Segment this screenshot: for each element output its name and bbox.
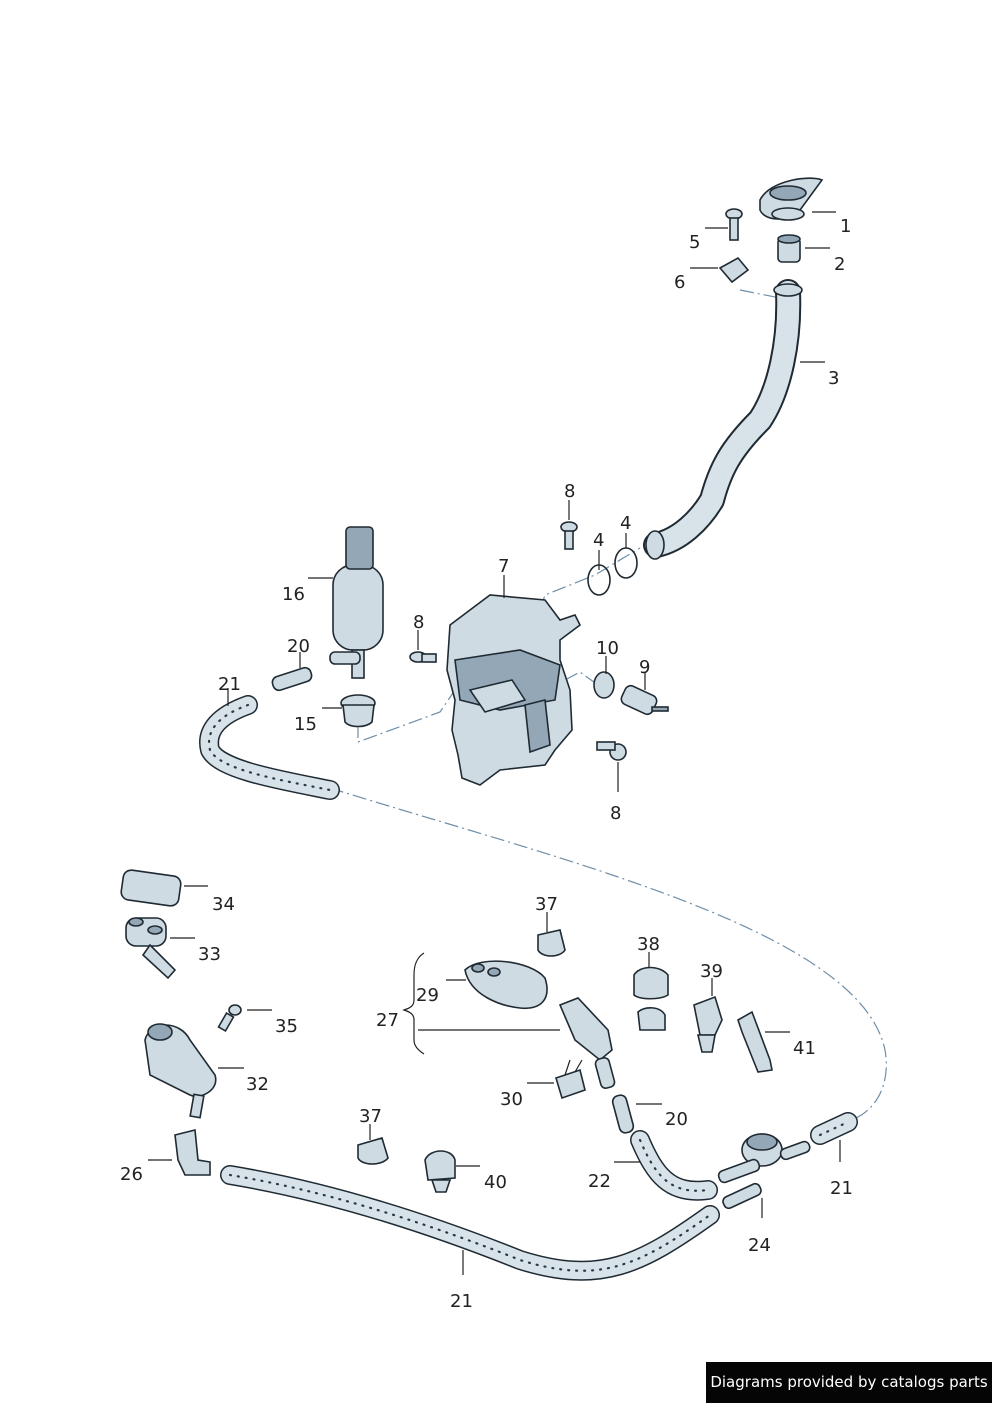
hose-clip <box>537 929 566 957</box>
mounting-bracket <box>737 1010 773 1073</box>
callout-21c: 21 <box>450 1291 473 1312</box>
callout-6: 6 <box>674 272 685 293</box>
callout-24: 24 <box>748 1235 771 1256</box>
callout-38: 38 <box>637 934 660 955</box>
callout-35: 35 <box>275 1016 298 1037</box>
callout-4a: 4 <box>593 530 604 551</box>
seal-ring <box>587 547 638 596</box>
hose-route-line <box>329 787 887 1121</box>
hose-clip <box>424 1150 456 1193</box>
screw <box>560 521 578 550</box>
callout-2: 2 <box>834 254 845 275</box>
level-sensor <box>620 684 669 716</box>
callout-30: 30 <box>500 1089 523 1110</box>
callout-32: 32 <box>246 1074 269 1095</box>
nozzle-cover <box>464 960 548 1009</box>
callout-29: 29 <box>416 985 439 1006</box>
filler-route-line <box>539 547 641 611</box>
callout-21a: 21 <box>218 674 241 695</box>
callout-34: 34 <box>212 894 235 915</box>
filler-sleeve <box>777 234 801 263</box>
callout-37a: 37 <box>535 894 558 915</box>
spray-nozzle <box>558 997 616 1089</box>
retaining-clip <box>555 1059 586 1100</box>
callout-5: 5 <box>689 232 700 253</box>
callout-9: 9 <box>639 657 650 678</box>
callout-33: 33 <box>198 944 221 965</box>
screw <box>596 741 627 761</box>
washer-hose <box>630 1130 718 1201</box>
callout-1: 1 <box>840 216 851 237</box>
washer-hose <box>199 695 340 800</box>
callout-15: 15 <box>294 714 317 735</box>
hose-connector <box>611 1094 635 1134</box>
callout-16: 16 <box>282 584 305 605</box>
filler-neck-hose <box>643 279 803 560</box>
callout-39: 39 <box>700 961 723 982</box>
washer-reservoir <box>446 594 582 786</box>
callout-8b: 8 <box>413 612 424 633</box>
hose-clip <box>693 995 723 1053</box>
callout-8c: 8 <box>610 803 621 824</box>
callout-27: 27 <box>376 1010 399 1031</box>
callout-41: 41 <box>793 1038 816 1059</box>
callout-37b: 37 <box>359 1106 382 1127</box>
washer-hose <box>220 1165 720 1281</box>
callout-20b: 20 <box>665 1109 688 1130</box>
grommet <box>340 694 376 728</box>
filler-cap <box>759 177 824 221</box>
hose-clip <box>633 966 669 1031</box>
callout-10: 10 <box>596 638 619 659</box>
callout-3: 3 <box>828 368 839 389</box>
screw <box>409 651 437 663</box>
hose-connector <box>271 666 313 692</box>
check-valve <box>717 1133 811 1210</box>
sensor-grommet <box>593 671 615 699</box>
pump-outlet-route-line <box>357 689 456 743</box>
callout-21b: 21 <box>830 1178 853 1199</box>
washer-pump <box>329 526 384 679</box>
hose-clip <box>357 1137 389 1165</box>
screw <box>217 1004 242 1033</box>
callout-8a: 8 <box>564 481 575 502</box>
seal-plate <box>120 869 182 907</box>
elbow-connector <box>174 1128 211 1176</box>
nozzle-valve <box>144 1023 217 1119</box>
callout-20a: 20 <box>287 636 310 657</box>
callout-26: 26 <box>120 1164 143 1185</box>
washer-hose <box>810 1112 858 1145</box>
callout-22: 22 <box>588 1171 611 1192</box>
leader-lines <box>148 211 841 1275</box>
callout-4b: 4 <box>620 513 631 534</box>
callout-7: 7 <box>498 556 509 577</box>
group-bracket <box>402 952 425 1055</box>
callout-40: 40 <box>484 1172 507 1193</box>
credit-banner: Diagrams provided by catalogs parts <box>706 1362 992 1403</box>
clip-nut <box>718 256 750 284</box>
spray-nozzle <box>125 917 177 980</box>
screw <box>725 208 743 241</box>
